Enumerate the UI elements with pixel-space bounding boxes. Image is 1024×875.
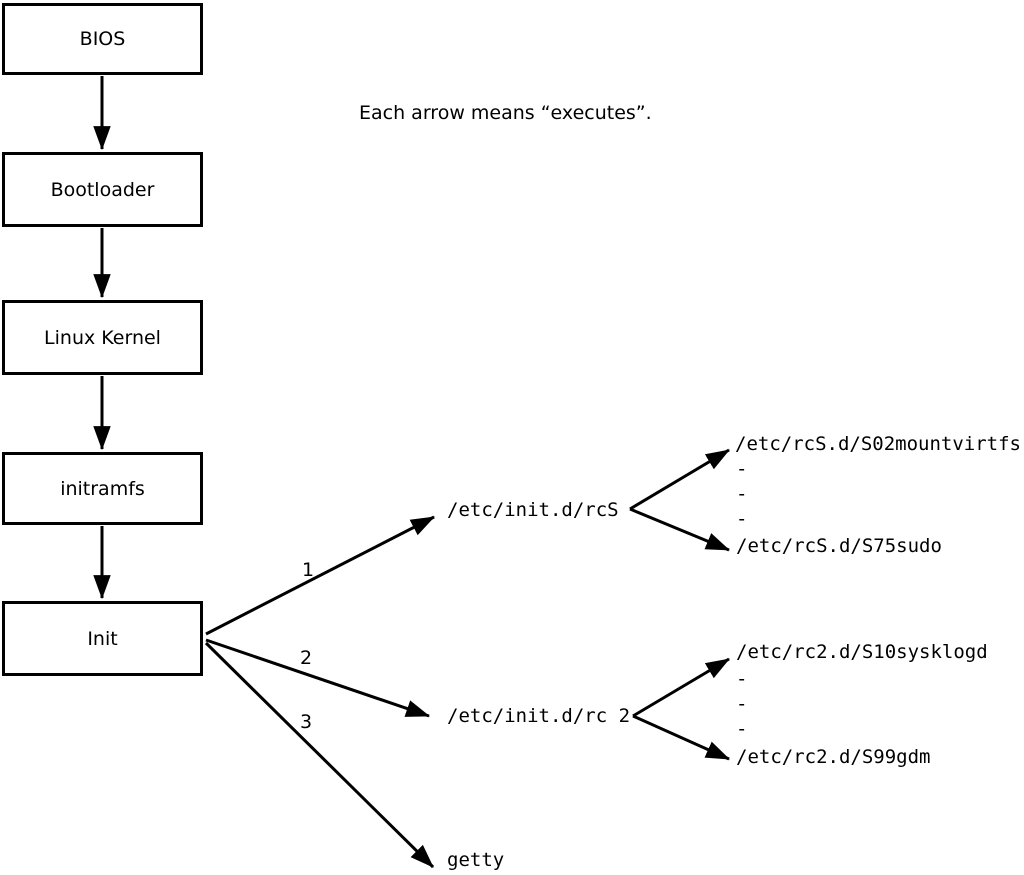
rc2-ellipsis-dash: - [736,668,748,690]
arrow-rc2-to-s99gdm [632,714,730,761]
node-linux-kernel: Linux Kernel [2,300,203,375]
node-init-label: Init [87,627,118,650]
node-s10sysklogd: /etc/rc2.d/S10sysklogd [736,641,988,663]
node-initramfs-label: initramfs [60,477,145,500]
rcs-ellipsis-dash: - [736,458,748,480]
arrow-rcs-to-s75sudo [629,507,731,552]
node-s75sudo: /etc/rcS.d/S75sudo [736,535,942,557]
rcs-ellipsis-dash: - [736,483,748,505]
node-linux-kernel-label: Linux Kernel [44,326,161,349]
node-s02mountvirtfs: /etc/rcS.d/S02mountvirtfs [735,433,1021,455]
arrow-init-to-rc2 [205,638,431,718]
rc2-ellipsis-dash: - [736,693,748,715]
node-bootloader-label: Bootloader [50,178,155,201]
node-bios-label: BIOS [79,28,126,50]
node-bios: BIOS [2,3,203,75]
node-initramfs: initramfs [2,452,203,525]
rcs-ellipsis-dash: - [736,508,748,530]
rc2-ellipsis-dash: - [736,718,748,740]
edge-label-2: 2 [300,647,313,669]
arrow-init-to-rcs [205,515,435,636]
diagram-caption: Each arrow means “executes”. [359,102,652,124]
node-getty: getty [447,849,505,871]
node-rc2-script: /etc/init.d/rc 2 [447,705,631,727]
arrow-rcs-to-s02mountvirtfs [629,448,730,511]
node-rcs-script: /etc/init.d/rcS [447,499,619,521]
node-bootloader: Bootloader [2,152,203,227]
arrow-init-to-getty [204,641,435,869]
node-s99gdm: /etc/rc2.d/S99gdm [736,746,931,768]
edge-label-3: 3 [300,711,313,733]
node-init: Init [2,601,203,676]
edge-label-1: 1 [302,559,315,581]
arrow-rc2-to-s10sysklogd [632,657,730,718]
